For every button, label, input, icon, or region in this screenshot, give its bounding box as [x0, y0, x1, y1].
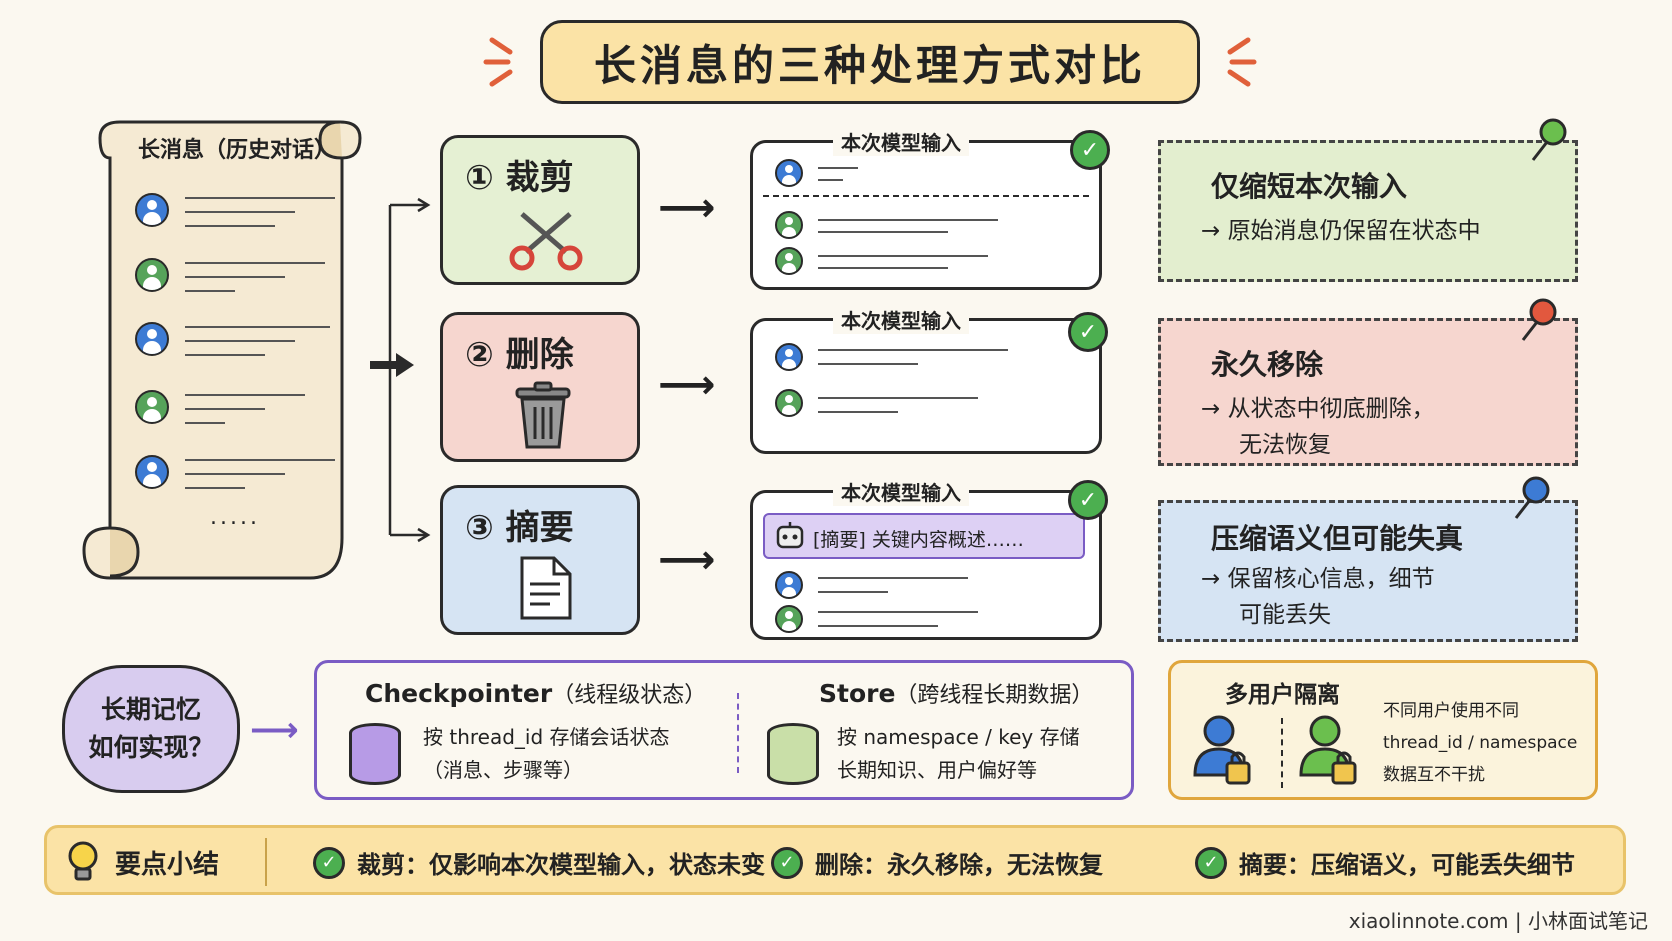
note-delete-desc: → 从状态中彻底删除，无法恢复 [1201, 396, 1435, 458]
multi-user-desc1: 不同用户使用不同 [1383, 701, 1519, 721]
user-avatar-icon [135, 455, 169, 489]
assistant-avatar-icon [135, 258, 169, 292]
pin-icon [1525, 116, 1575, 170]
summary-chip-text: [摘要] 关键内容概述…… [813, 529, 1024, 551]
multi-user-title: 多用户隔离 [1225, 682, 1340, 708]
store-desc2: 长期知识、用户偏好等 [837, 758, 1037, 782]
arrow-right-icon: ⟶ [250, 710, 299, 750]
key-points-bar: 要点小结 ✓裁剪：仅影响本次模型输入，状态未变 ✓删除：永久移除，无法恢复 ✓摘… [44, 825, 1626, 895]
note-trim-desc: → 原始消息仍保留在状态中 [1201, 218, 1481, 244]
panel-title: 本次模型输入 [833, 305, 969, 334]
bubble-line2: 如何实现？ [88, 733, 214, 762]
note-trim-title: 仅缩短本次输入 [1211, 170, 1408, 203]
memory-panel: Checkpointer（线程级状态） 按 thread_id 存储会话状态 （… [314, 660, 1134, 800]
check-icon: ✓ [313, 846, 345, 879]
summary-chip: [摘要] 关键内容概述…… [763, 513, 1085, 559]
arrow-right-icon: ⟶ [658, 362, 716, 408]
arrow-right-icon: ⟶ [658, 185, 716, 231]
database-icon [767, 723, 819, 785]
title-spark-left [482, 30, 522, 94]
step-delete-label: ② 删除 [465, 335, 574, 375]
multi-user-desc2: thread_id / namespace [1383, 733, 1578, 753]
footer-credit: xiaolinnote.com | 小林面试笔记 [1348, 909, 1648, 933]
assistant-avatar-icon [775, 247, 803, 275]
note-trim: 仅缩短本次输入 → 原始消息仍保留在状态中 [1158, 140, 1578, 282]
model-input-panel-delete: 本次模型输入 [750, 305, 1102, 454]
note-summary-title: 压缩语义但可能失真 [1211, 522, 1464, 555]
assistant-avatar-icon [775, 211, 803, 239]
user-avatar-icon [135, 193, 169, 227]
check-icon: ✓ [771, 846, 803, 879]
step-trim: ① 裁剪 [440, 135, 640, 285]
check-icon: ✓ [1068, 312, 1108, 352]
step-delete: ② 删除 [440, 312, 640, 462]
key-points-label: 要点小结 [115, 850, 220, 880]
note-summary: 压缩语义但可能失真 → 保留核心信息，细节可能丢失 [1158, 500, 1578, 642]
panel-title: 本次模型输入 [833, 477, 969, 506]
check-icon: ✓ [1068, 480, 1108, 520]
key-point: ✓摘要：压缩语义，可能丢失细节 [1195, 845, 1575, 880]
store-name: Store [819, 679, 896, 708]
multi-user-panel: 多用户隔离 不同用户使用不同 thread_id / namespace 数据互… [1168, 660, 1598, 800]
key-point: ✓裁剪：仅影响本次模型输入，状态未变 [313, 845, 765, 880]
scissors-icon [508, 208, 584, 276]
user-avatar-icon [775, 571, 803, 599]
long-term-memory-bubble: 长期记忆 如何实现？ [62, 665, 240, 793]
key-point: ✓删除：永久移除，无法恢复 [771, 845, 1103, 880]
assistant-avatar-icon [775, 605, 803, 633]
bubble-line1: 长期记忆 [100, 695, 201, 724]
step-trim-label: ① 裁剪 [465, 158, 574, 198]
robot-icon [773, 521, 807, 555]
checkpointer-sub: （线程级状态） [552, 683, 707, 708]
model-input-panel-trim: 本次模型输入 [750, 127, 1102, 290]
user-avatar-icon [775, 343, 803, 371]
store-section: Store（跨线程长期数据） 按 namespace / key 存储 长期知识… [737, 663, 1137, 797]
page-title: 长消息的三种处理方式对比 [540, 20, 1200, 104]
pin-icon [1508, 474, 1558, 528]
check-icon: ✓ [1195, 846, 1227, 879]
title-spark-right [1218, 30, 1258, 94]
locked-user-green-icon [1297, 713, 1361, 791]
assistant-avatar-icon [135, 390, 169, 424]
store-desc1: 按 namespace / key 存储 [837, 725, 1080, 749]
check-icon: ✓ [1070, 130, 1110, 170]
arrow-right-icon: ⟶ [658, 537, 716, 583]
lightbulb-icon [63, 838, 103, 888]
model-input-panel-summary: 本次模型输入 [摘要] 关键内容概述…… [750, 477, 1102, 640]
note-delete-title: 永久移除 [1211, 348, 1324, 381]
note-delete: 永久移除 → 从状态中彻底删除，无法恢复 [1158, 318, 1578, 466]
database-icon [349, 723, 401, 785]
checkpointer-name: Checkpointer [365, 679, 553, 708]
user-avatar-icon [775, 159, 803, 187]
user-avatar-icon [135, 322, 169, 356]
branch-connector [368, 195, 438, 559]
step-summarize: ③ 摘要 [440, 485, 640, 635]
store-sub: （跨线程长期数据） [895, 683, 1094, 708]
panel-title: 本次模型输入 [833, 127, 969, 156]
checkpointer-desc1: 按 thread_id 存储会话状态 [423, 725, 670, 749]
checkpointer-desc2: （消息、步骤等） [423, 758, 583, 782]
note-summary-desc: → 保留核心信息，细节可能丢失 [1201, 566, 1435, 628]
trash-icon [513, 381, 573, 455]
multi-user-desc3: 数据互不干扰 [1383, 765, 1485, 785]
document-icon [518, 554, 574, 626]
locked-user-blue-icon [1191, 713, 1255, 791]
scroll-title: 长消息（历史对话） [138, 138, 337, 163]
step-summarize-label: ③ 摘要 [465, 508, 574, 548]
pin-icon [1515, 296, 1565, 350]
scroll-ellipsis: ..... [210, 505, 260, 530]
assistant-avatar-icon [775, 389, 803, 417]
checkpointer-section: Checkpointer（线程级状态） 按 thread_id 存储会话状态 （… [317, 663, 737, 797]
